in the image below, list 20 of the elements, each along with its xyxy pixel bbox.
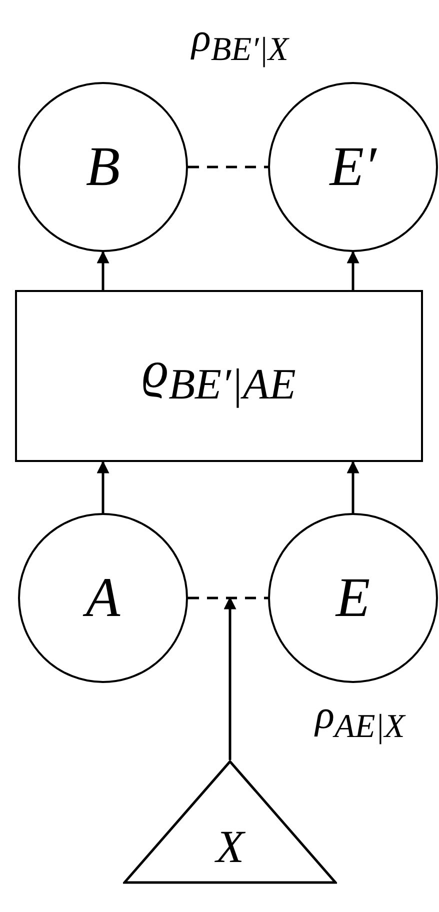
dashed-line	[188, 166, 268, 168]
arrow	[224, 596, 236, 760]
arrow	[96, 250, 110, 290]
source-triangle	[123, 760, 337, 884]
math-symbol: X	[216, 824, 244, 870]
math-symbol: E′	[330, 139, 376, 195]
circle-node	[268, 513, 438, 683]
math-symbol: B	[86, 139, 120, 195]
dashed-line	[188, 596, 268, 600]
arrow	[346, 250, 360, 290]
math-symbol: ϱ$_{BE′|AE}$	[142, 345, 296, 407]
circle-node	[18, 82, 188, 252]
circle-node	[18, 513, 188, 683]
arrow	[96, 460, 110, 513]
arrow	[346, 460, 360, 513]
circle-node	[268, 82, 438, 252]
state-label: ρ$_{AE|X}$	[315, 695, 405, 744]
state-label: ρ$_{BE′|X}$	[192, 18, 288, 66]
process-box	[15, 290, 423, 462]
math-symbol: E	[336, 570, 370, 626]
